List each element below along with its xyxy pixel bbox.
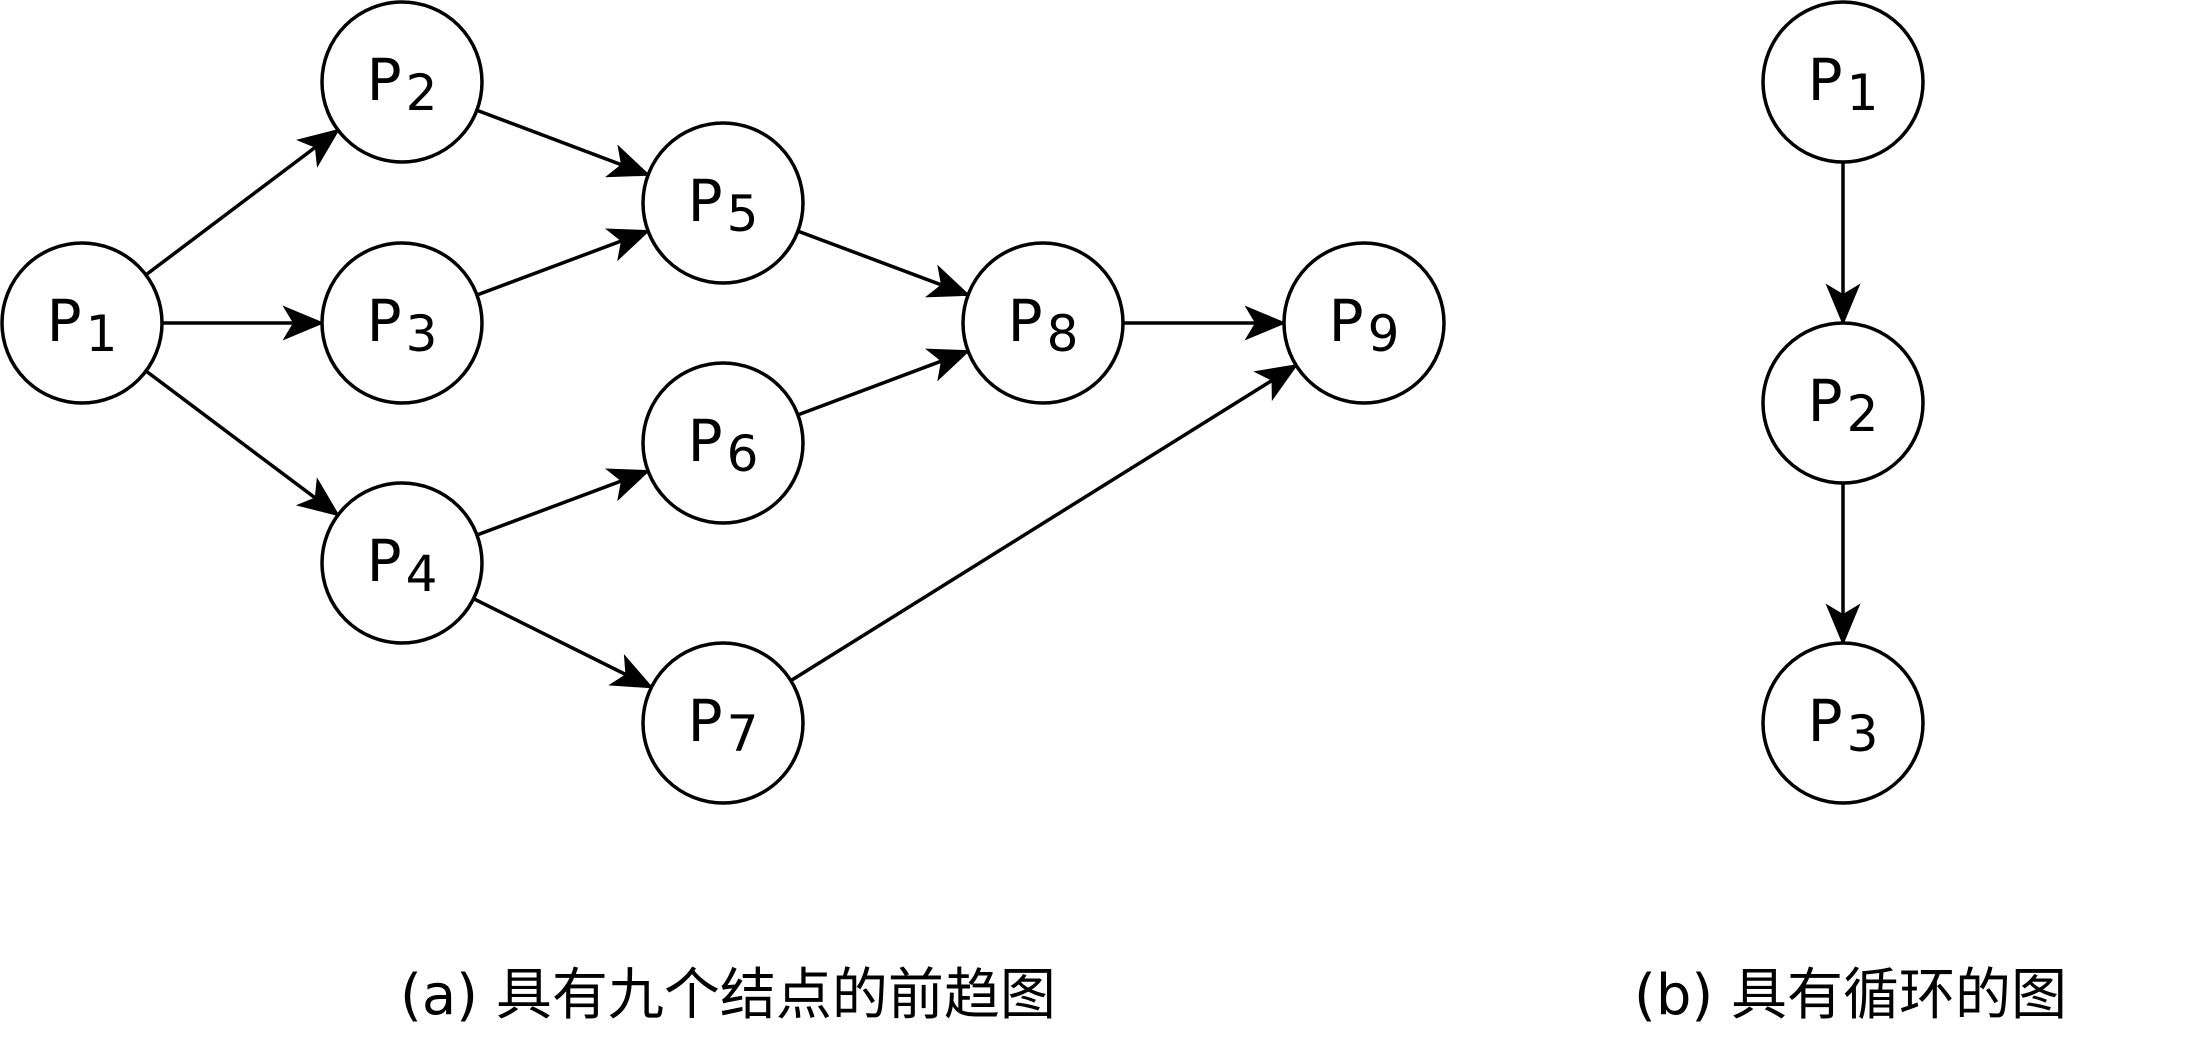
diagram-a-edge-a4-to-a7 [472, 597, 654, 689]
diagram-a-node-a3: P3 [320, 241, 484, 405]
node-label: P3 [367, 287, 438, 363]
diagram-a-node-a2: P2 [320, 0, 484, 164]
node-label: P7 [688, 687, 759, 763]
diagram-a-node-a6: P6 [641, 361, 805, 525]
diagram-a-node-a1: P1 [0, 241, 164, 405]
node-label-subscript: 3 [1847, 705, 1879, 763]
caption-diagram-b: (b) 具有循环的图 [1634, 963, 2068, 1028]
node-label: P2 [367, 46, 438, 122]
diagram-a-edge-a2-to-a5 [476, 108, 651, 178]
node-label: P5 [688, 167, 759, 243]
node-label-subscript: 2 [406, 64, 438, 122]
node-circle [320, 0, 484, 164]
node-label: P8 [1008, 287, 1079, 363]
diagram-a-edge-a4-to-a6 [476, 468, 651, 537]
node-label: P1 [1808, 46, 1879, 122]
caption-diagram-a: (a) 具有九个结点的前趋图 [400, 963, 1056, 1028]
node-circle [1282, 241, 1446, 405]
node-label-subscript: 1 [1847, 64, 1879, 122]
node-label-base: P [688, 687, 723, 755]
node-circle [641, 641, 805, 805]
node-label-subscript: 4 [406, 545, 438, 603]
node-label: P1 [47, 287, 118, 363]
diagram-b-node-b3: P3 [1761, 641, 1925, 805]
node-circle [0, 241, 164, 405]
diagram-a-node-a9: P9 [1282, 241, 1446, 405]
diagram-a-node-a8: P8 [961, 241, 1125, 405]
node-label-base: P [1808, 46, 1843, 114]
node-label-base: P [1008, 287, 1043, 355]
node-label-subscript: 8 [1047, 305, 1079, 363]
node-label-subscript: 9 [1368, 305, 1400, 363]
node-label-subscript: 7 [727, 705, 759, 763]
node-label-base: P [367, 46, 402, 114]
node-label-subscript: 6 [727, 425, 759, 483]
diagram-b-node-b1: P1 [1761, 0, 1925, 164]
node-circle [641, 121, 805, 285]
node-label-subscript: 3 [406, 305, 438, 363]
node-circle [961, 241, 1125, 405]
diagram-a-edge-a7-to-a9 [789, 364, 1299, 683]
diagram-a-node-a5: P5 [641, 121, 805, 285]
node-label: P3 [1808, 687, 1879, 763]
node-circle [1761, 0, 1925, 164]
node-circle [1761, 321, 1925, 485]
edges-layer [144, 108, 1861, 689]
node-circle [320, 481, 484, 645]
node-label-base: P [367, 527, 402, 595]
node-label: P2 [1808, 367, 1879, 443]
node-label: P9 [1329, 287, 1400, 363]
node-label: P6 [688, 407, 759, 483]
node-circle [1761, 641, 1925, 805]
node-circle [320, 241, 484, 405]
diagram-a-edge-a1-to-a4 [144, 369, 341, 517]
node-label-base: P [1808, 367, 1843, 435]
node-label-subscript: 2 [1847, 385, 1879, 443]
diagram-b-node-b2: P2 [1761, 321, 1925, 485]
node-label-subscript: 5 [727, 185, 759, 243]
node-label-base: P [367, 287, 402, 355]
diagram-a-node-a4: P4 [320, 481, 484, 645]
diagram-a-edge-a1-to-a2 [144, 128, 341, 277]
diagram-a-node-a7: P7 [641, 641, 805, 805]
node-label-base: P [47, 287, 82, 355]
diagram-a-edge-a3-to-a5 [476, 228, 651, 297]
node-label-base: P [688, 167, 723, 235]
node-circle [641, 361, 805, 525]
node-label: P4 [367, 527, 438, 603]
node-label-subscript: 1 [86, 305, 118, 363]
node-label-base: P [688, 407, 723, 475]
node-label-base: P [1329, 287, 1364, 355]
diagram-a-edge-a6-to-a8 [797, 348, 971, 417]
node-label-base: P [1808, 687, 1843, 755]
diagram-a-edge-a5-to-a8 [797, 229, 971, 298]
